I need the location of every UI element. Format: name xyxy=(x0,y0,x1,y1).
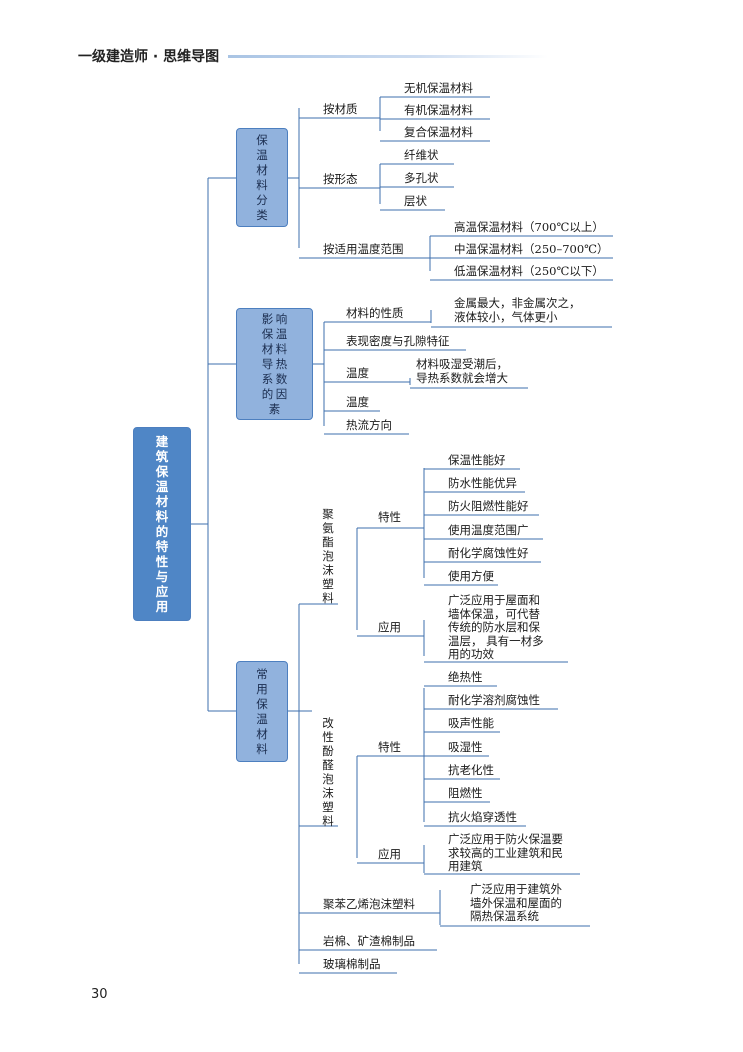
list-item: 多孔状 xyxy=(404,171,439,185)
product-label-glass-wool: 玻璃棉制品 xyxy=(323,957,381,971)
factor-label: 温度 xyxy=(346,395,369,409)
factor-label: 温度 xyxy=(346,366,369,380)
product-label-polystyrene: 聚苯乙烯泡沫塑料 xyxy=(323,897,415,911)
factor-label: 表现密度与孔隙特征 xyxy=(346,334,450,348)
category-node-common-insulation-materials: 常用保温材料 xyxy=(236,661,288,762)
header-rule xyxy=(228,55,548,58)
application-label: 应用 xyxy=(378,847,401,861)
product-label-modified-phenolic: 改性酚醛泡沫塑料 xyxy=(322,716,334,828)
product-label-rock-wool: 岩棉、矿渣棉制品 xyxy=(323,934,415,948)
feature-item: 防火阻燃性能好 xyxy=(448,499,529,513)
feature-item: 吸湿性 xyxy=(448,740,483,754)
root-node: 建筑保温材料的特性与应用 xyxy=(133,427,191,621)
feature-item: 耐化学溶剂腐蚀性 xyxy=(448,693,540,707)
application-text: 广泛应用于建筑外 墙外保温和屋面的 隔热保温系统 xyxy=(470,882,562,923)
application-label: 应用 xyxy=(378,620,401,634)
list-item: 中温保温材料（250–700℃） xyxy=(454,242,609,256)
application-text: 广泛应用于防火保温要 求较高的工业建筑和民 用建筑 xyxy=(448,832,563,873)
feature-item: 防水性能优异 xyxy=(448,476,517,490)
list-item: 复合保温材料 xyxy=(404,125,473,139)
factor-note: 金属最大，非金属次之， 液体较小，气体更小 xyxy=(454,296,581,324)
category-label: 常用保温材料 xyxy=(256,666,268,756)
feature-item: 吸声性能 xyxy=(448,716,494,730)
factor-label: 材料的性质 xyxy=(346,306,404,320)
features-label: 特性 xyxy=(378,740,401,754)
feature-item: 抗老化性 xyxy=(448,763,494,777)
list-item: 高温保温材料（700℃以上） xyxy=(454,220,604,234)
features-label: 特性 xyxy=(378,510,401,524)
group-label-by-form: 按形态 xyxy=(323,172,358,186)
category-node-thermal-conductivity-factors: 影响保温材料导热系数的因素 xyxy=(236,308,313,420)
factor-label: 热流方向 xyxy=(346,418,392,432)
group-label-by-temperature: 按适用温度范围 xyxy=(323,242,404,256)
feature-item: 使用温度范围广 xyxy=(448,523,529,537)
category-node-insulation-classification: 保温材料分类 xyxy=(236,128,288,227)
page-number: 30 xyxy=(91,987,108,1002)
factor-note: 材料吸湿受潮后， 导热系数就会增大 xyxy=(416,357,508,385)
list-item: 低温保温材料（250℃以下） xyxy=(454,264,604,278)
list-item: 无机保温材料 xyxy=(404,81,473,95)
application-text: 广泛应用于屋面和 墙体保温，可代替 传统的防水层和保 温层， 具有一材多 用的功… xyxy=(448,593,544,661)
page-header-title: 一级建造师 · 思维导图 xyxy=(78,49,220,65)
product-label-polyurethane: 聚氨酯泡沫塑料 xyxy=(322,507,334,605)
root-node-label: 建筑保温材料的特性与应用 xyxy=(155,434,169,614)
category-label: 保温材料分类 xyxy=(256,132,268,222)
category-label: 影响保温材料导热系数的因素 xyxy=(261,311,288,416)
feature-item: 抗火焰穿透性 xyxy=(448,810,517,824)
feature-item: 耐化学腐蚀性好 xyxy=(448,546,529,560)
feature-item: 绝热性 xyxy=(448,670,483,684)
feature-item: 阻燃性 xyxy=(448,786,483,800)
list-item: 纤维状 xyxy=(404,148,439,162)
feature-item: 保温性能好 xyxy=(448,453,506,467)
group-label-by-material: 按材质 xyxy=(323,102,358,116)
feature-item: 使用方便 xyxy=(448,569,494,583)
list-item: 层状 xyxy=(404,194,427,208)
list-item: 有机保温材料 xyxy=(404,103,473,117)
